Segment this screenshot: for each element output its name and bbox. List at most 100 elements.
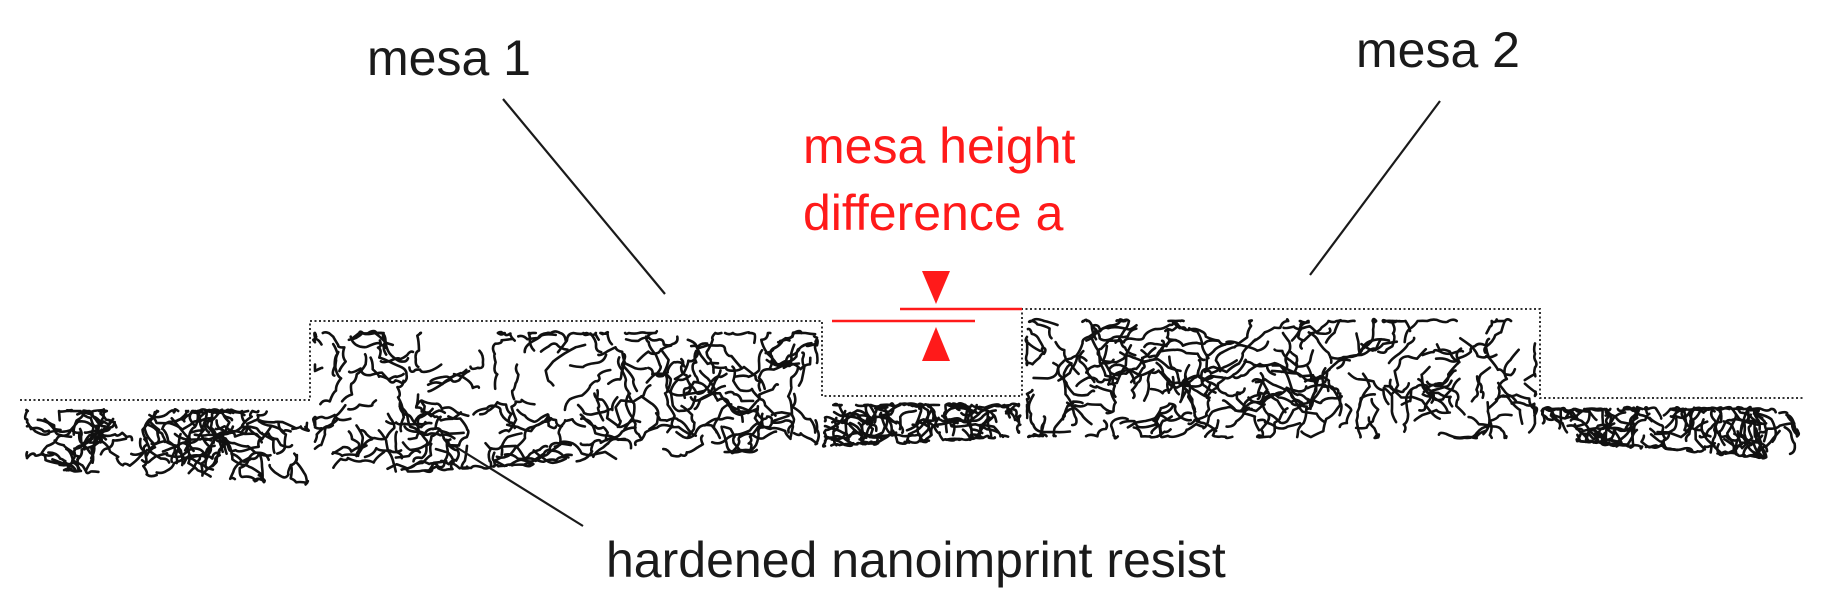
- resist-squiggle: [595, 389, 605, 422]
- resist-squiggle: [340, 353, 368, 403]
- resist-squiggle: [792, 419, 821, 446]
- resist-squiggle: [729, 383, 780, 416]
- resist-squiggle: [64, 434, 108, 472]
- resist-squiggle: [1523, 382, 1538, 398]
- resist-squiggle: [869, 402, 895, 419]
- resist-squiggle: [669, 374, 697, 413]
- resist-squiggle: [1354, 397, 1380, 430]
- resist-squiggle: [175, 409, 200, 449]
- resist-squiggle: [1488, 348, 1520, 409]
- resist-squiggle: [228, 451, 270, 481]
- resist-squiggle: [1435, 343, 1461, 364]
- resist-squiggle: [1143, 338, 1178, 349]
- resist-squiggle: [1622, 405, 1654, 423]
- resist-squiggle: [423, 438, 452, 474]
- resist-squiggle: [1629, 423, 1644, 450]
- resist-squiggle: [187, 444, 216, 475]
- resist-squiggle: [25, 424, 85, 446]
- resist-squiggle: [472, 404, 511, 423]
- resist-squiggle: [964, 403, 984, 435]
- resist-squiggle: [1307, 331, 1333, 364]
- resist-squiggle: [491, 337, 514, 391]
- resist-squiggle: [1523, 342, 1538, 382]
- resist-squiggle: [313, 418, 339, 450]
- resist-squiggle: [1494, 394, 1524, 425]
- resist-squiggle: [1167, 319, 1187, 332]
- resist-squiggle: [426, 411, 463, 422]
- resist-squiggle: [1159, 348, 1206, 362]
- resist-squiggle: [1544, 407, 1578, 420]
- resist-squiggle: [724, 390, 755, 403]
- resist-squiggle: [1644, 433, 1671, 449]
- resist-squiggle: [1347, 372, 1390, 406]
- resist-squiggle: [760, 331, 801, 368]
- resist-squiggle: [1211, 427, 1234, 440]
- resist-squiggle: [1168, 338, 1235, 347]
- resist-squiggle: [675, 423, 718, 440]
- resist-squiggle: [1225, 319, 1254, 345]
- resist-squiggle: [1032, 354, 1088, 380]
- resist-squiggle: [1715, 442, 1725, 457]
- mesa-height-label-line-2: difference a: [803, 185, 1064, 241]
- resist-squiggle: [1709, 420, 1719, 454]
- resist-squiggle: [686, 338, 720, 366]
- resist-squiggle: [401, 430, 429, 452]
- height-arrow-down-icon: [922, 271, 950, 304]
- resist-squiggle: [1027, 393, 1072, 434]
- resist-squiggle: [1205, 358, 1248, 400]
- height-arrow-up-icon: [922, 327, 950, 361]
- resist-squiggle: [53, 439, 80, 473]
- resist-squiggle: [1025, 388, 1034, 420]
- resist-squiggle: [517, 330, 568, 343]
- resist-squiggle: [147, 423, 167, 444]
- resist-squiggle: [148, 413, 214, 431]
- resist-squiggle: [1243, 360, 1277, 376]
- resist-squiggle: [1403, 318, 1458, 344]
- resist-squiggle: [1643, 405, 1663, 420]
- resist-squiggle: [1084, 419, 1109, 438]
- resist-squiggle: [1142, 369, 1171, 402]
- resist-squiggle: [1004, 402, 1021, 415]
- resist-squiggle: [1576, 407, 1591, 428]
- resist-squiggle: [923, 402, 939, 428]
- resist-squiggle: [1245, 391, 1284, 408]
- resist-squiggle: [597, 346, 648, 371]
- resist-squiggle: [347, 399, 378, 411]
- mesa-2-leader-line: [1309, 100, 1441, 276]
- mesa-1-label: mesa 1: [367, 30, 531, 86]
- resist-squiggle: [765, 341, 813, 368]
- resist-squiggle: [1303, 374, 1343, 417]
- resist-squiggle: [1569, 417, 1617, 444]
- resist-squiggle: [1187, 327, 1210, 360]
- resist-squiggle: [1382, 386, 1398, 424]
- resist-squiggle: [832, 409, 872, 427]
- resist-squiggle: [1734, 413, 1753, 450]
- resist-squiggle: [1289, 350, 1324, 380]
- resist-squiggle: [1296, 321, 1310, 350]
- resist-squiggle: [1251, 378, 1269, 404]
- resist-squiggle: [495, 417, 553, 459]
- resist-squiggle: [413, 399, 426, 423]
- resist-squiggle: [1434, 342, 1487, 363]
- resist-squiggle: [1605, 407, 1651, 433]
- resist-squiggle: [379, 350, 415, 364]
- resist-squiggle: [1164, 324, 1220, 342]
- resist-texture: [23, 317, 1801, 486]
- resist-squiggle: [1783, 425, 1797, 456]
- resist-squiggle: [23, 408, 51, 433]
- resist-squiggle: [240, 409, 260, 427]
- resist-squiggle: [765, 415, 795, 439]
- resist-squiggle: [680, 404, 696, 438]
- resist-squiggle: [1061, 402, 1114, 421]
- resist-squiggle: [1387, 336, 1416, 365]
- resist-squiggle: [644, 335, 662, 375]
- resist-squiggle: [1338, 403, 1353, 429]
- resist-squiggle: [1004, 410, 1022, 424]
- resist-squiggle: [1467, 415, 1508, 440]
- resist-squiggle: [1193, 383, 1212, 422]
- resist-squiggle: [1011, 408, 1022, 434]
- resist-squiggle: [1268, 405, 1302, 425]
- resist-squiggle: [449, 448, 493, 470]
- resist-squiggle: [443, 415, 470, 447]
- resist-squiggle: [197, 408, 246, 417]
